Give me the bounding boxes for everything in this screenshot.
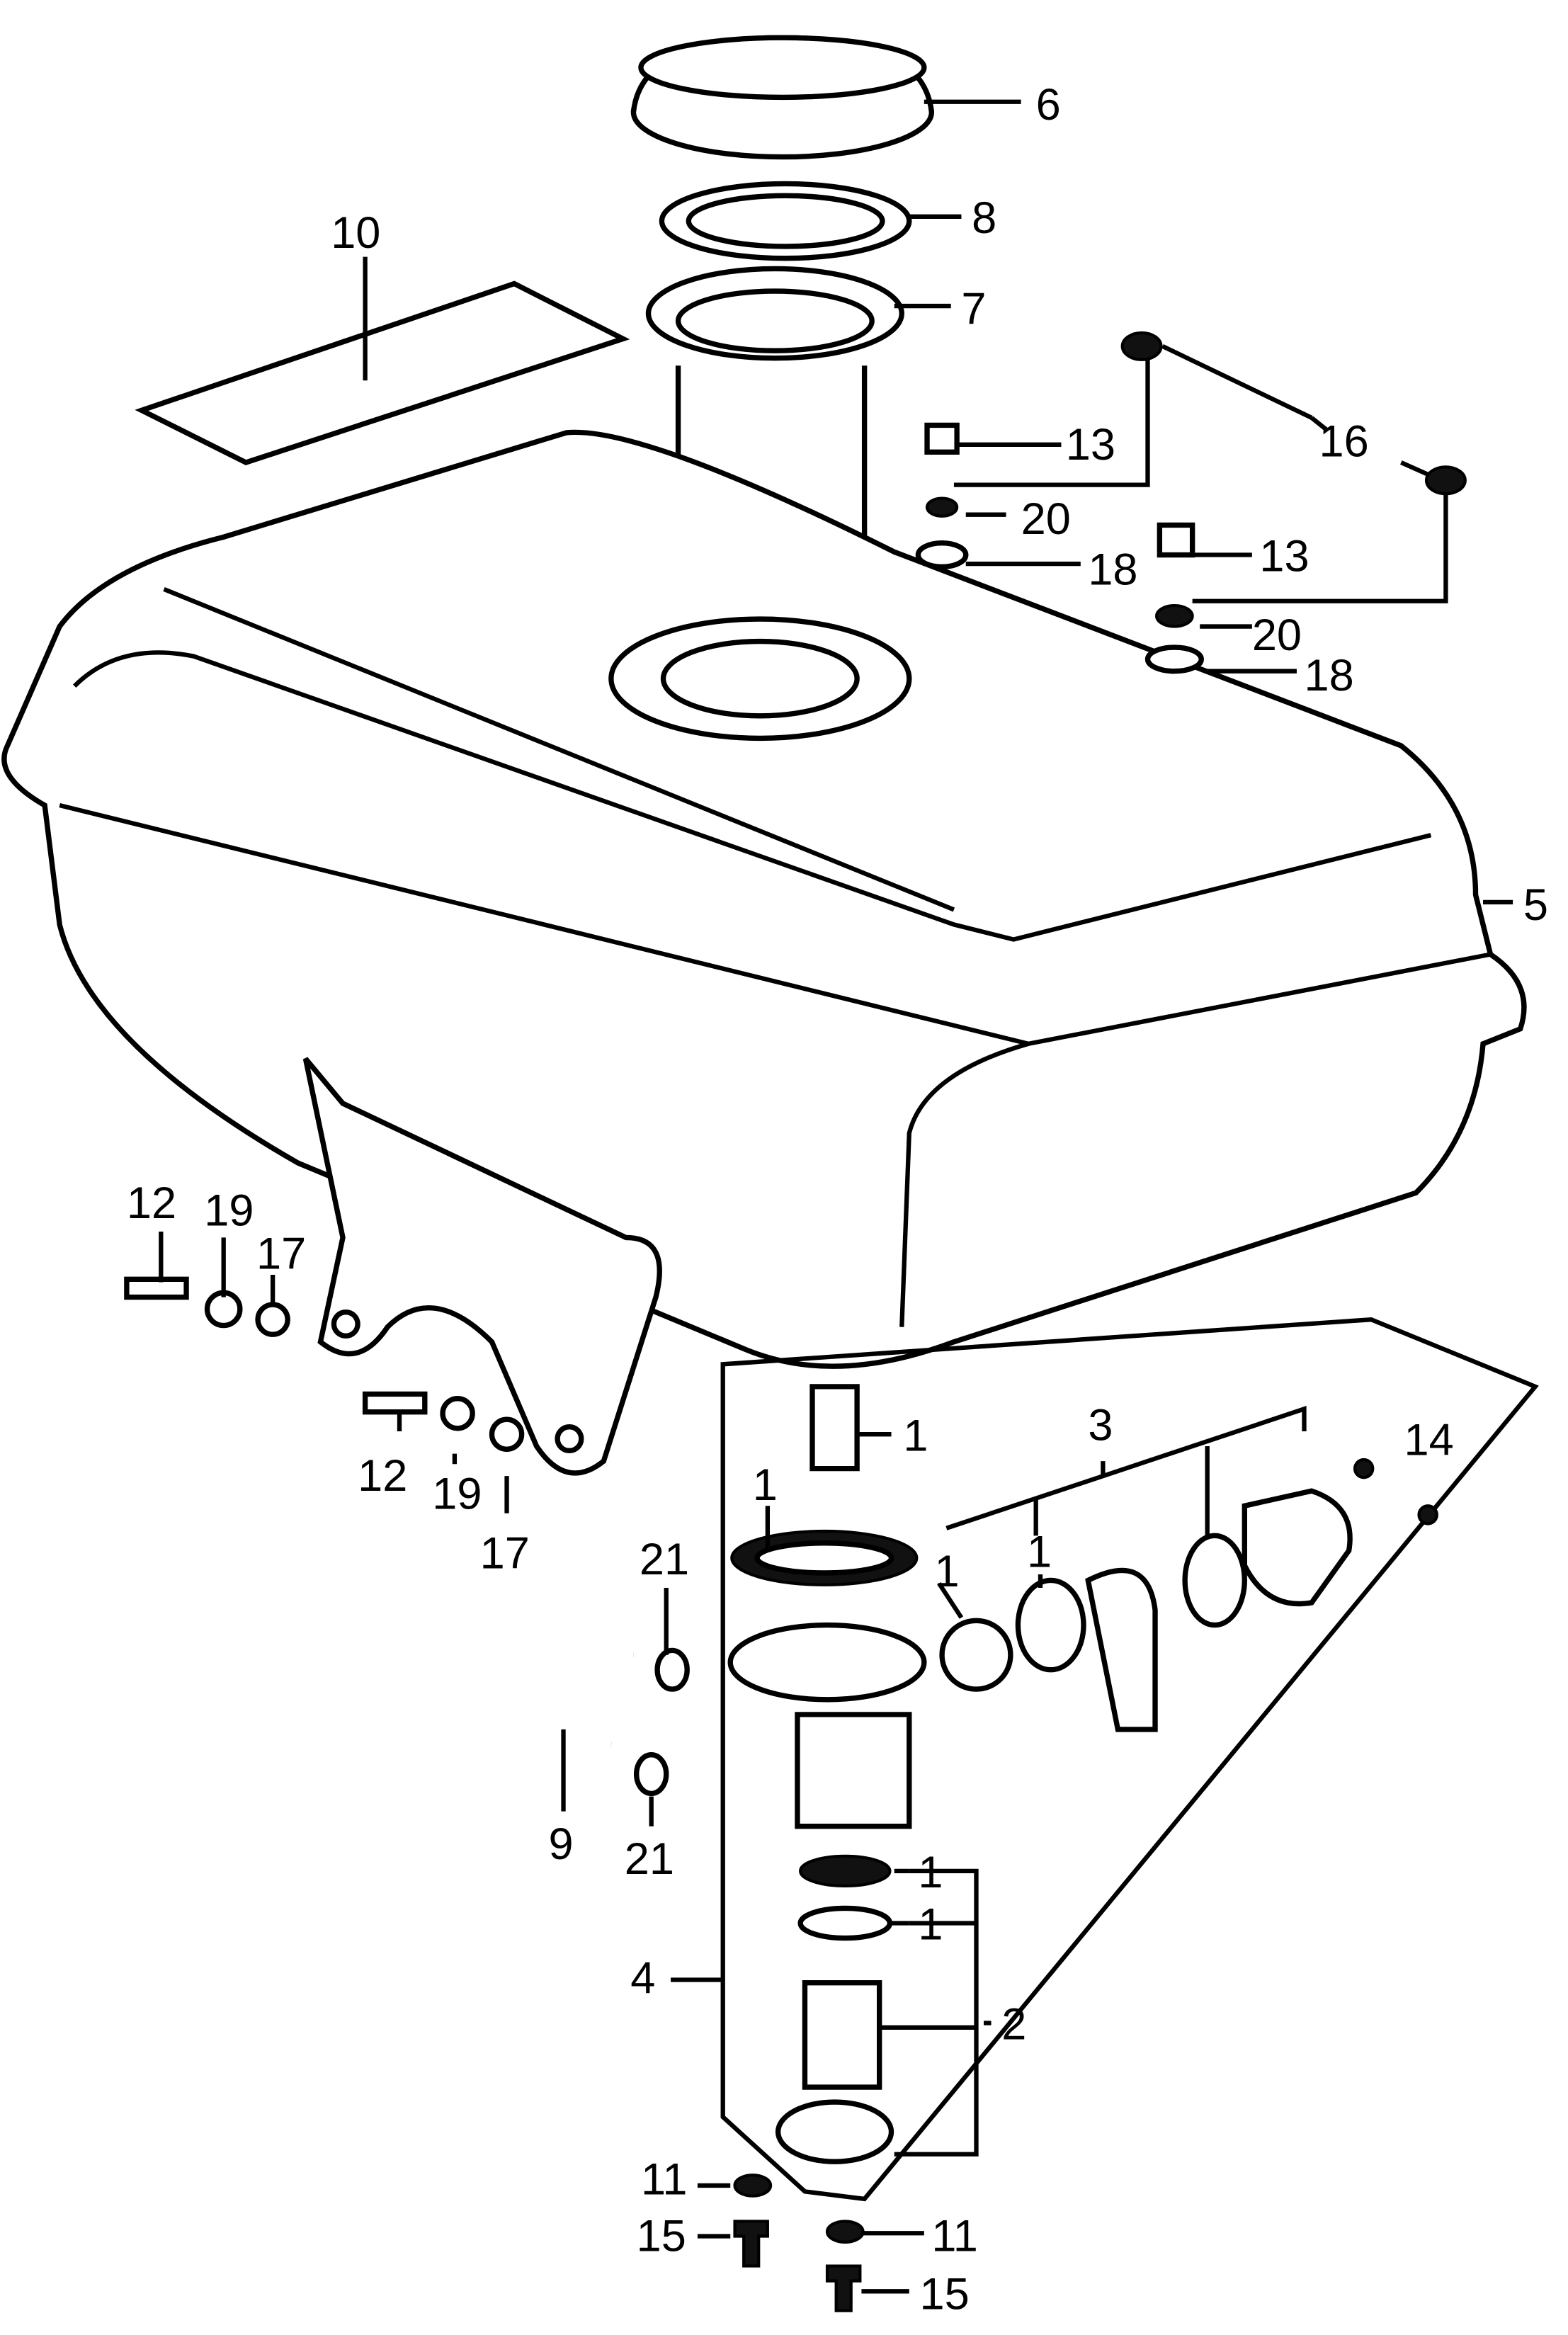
callout-12: 12 [358,1451,407,1501]
callout-18: 18 [1088,545,1137,595]
callout-21: 21 [640,1535,689,1584]
drain-plugs [915,331,1467,674]
callout-19: 19 [432,1469,482,1518]
callout-15: 15 [637,2212,686,2261]
callout-20: 20 [1021,494,1071,544]
callout-1: 1 [935,1547,960,1596]
callout-21: 21 [625,1834,674,1884]
callout-9: 9 [548,1819,573,1869]
callout-14: 14 [1404,1416,1453,1465]
cap-gasket [659,181,912,261]
callout-13: 13 [1259,532,1309,581]
callout-20: 20 [1252,610,1302,660]
emblem-sticker [135,280,630,466]
callout-4: 4 [630,1953,655,2003]
fuel-valve-assembly [720,1317,1539,2202]
callout-1: 1 [1027,1528,1052,1577]
callout-8: 8 [972,193,996,243]
callout-11: 11 [931,2212,978,2261]
callout-13: 13 [1066,420,1115,470]
callout-19: 19 [204,1186,254,1236]
callout-labels: 6 8 7 10 13 16 20 18 13 20 18 5 12 19 17… [127,80,1548,2319]
callout-17: 17 [256,1229,306,1279]
callout-10: 10 [331,208,380,258]
callout-2: 2 [1001,2000,1026,2050]
callout-12: 12 [127,1178,176,1228]
callout-1: 1 [918,1900,943,1950]
callout-1: 1 [918,1848,943,1897]
fuel-hose [489,1627,690,1797]
callout-1: 1 [753,1460,778,1510]
callout-11: 11 [641,2155,688,2205]
fuel-cap [630,35,935,160]
callout-18: 18 [1304,651,1353,700]
callout-7: 7 [961,284,986,334]
callout-3: 3 [1088,1401,1113,1450]
callout-15: 15 [920,2270,970,2319]
callout-17: 17 [480,1529,530,1579]
leader-lines [159,99,1513,2294]
callout-5: 5 [1523,880,1548,930]
callout-6: 6 [1036,80,1061,130]
callout-16: 16 [1319,417,1369,467]
mounting-bracket [302,1057,662,1476]
callout-1: 1 [903,1411,928,1460]
filler-neck [645,266,904,574]
